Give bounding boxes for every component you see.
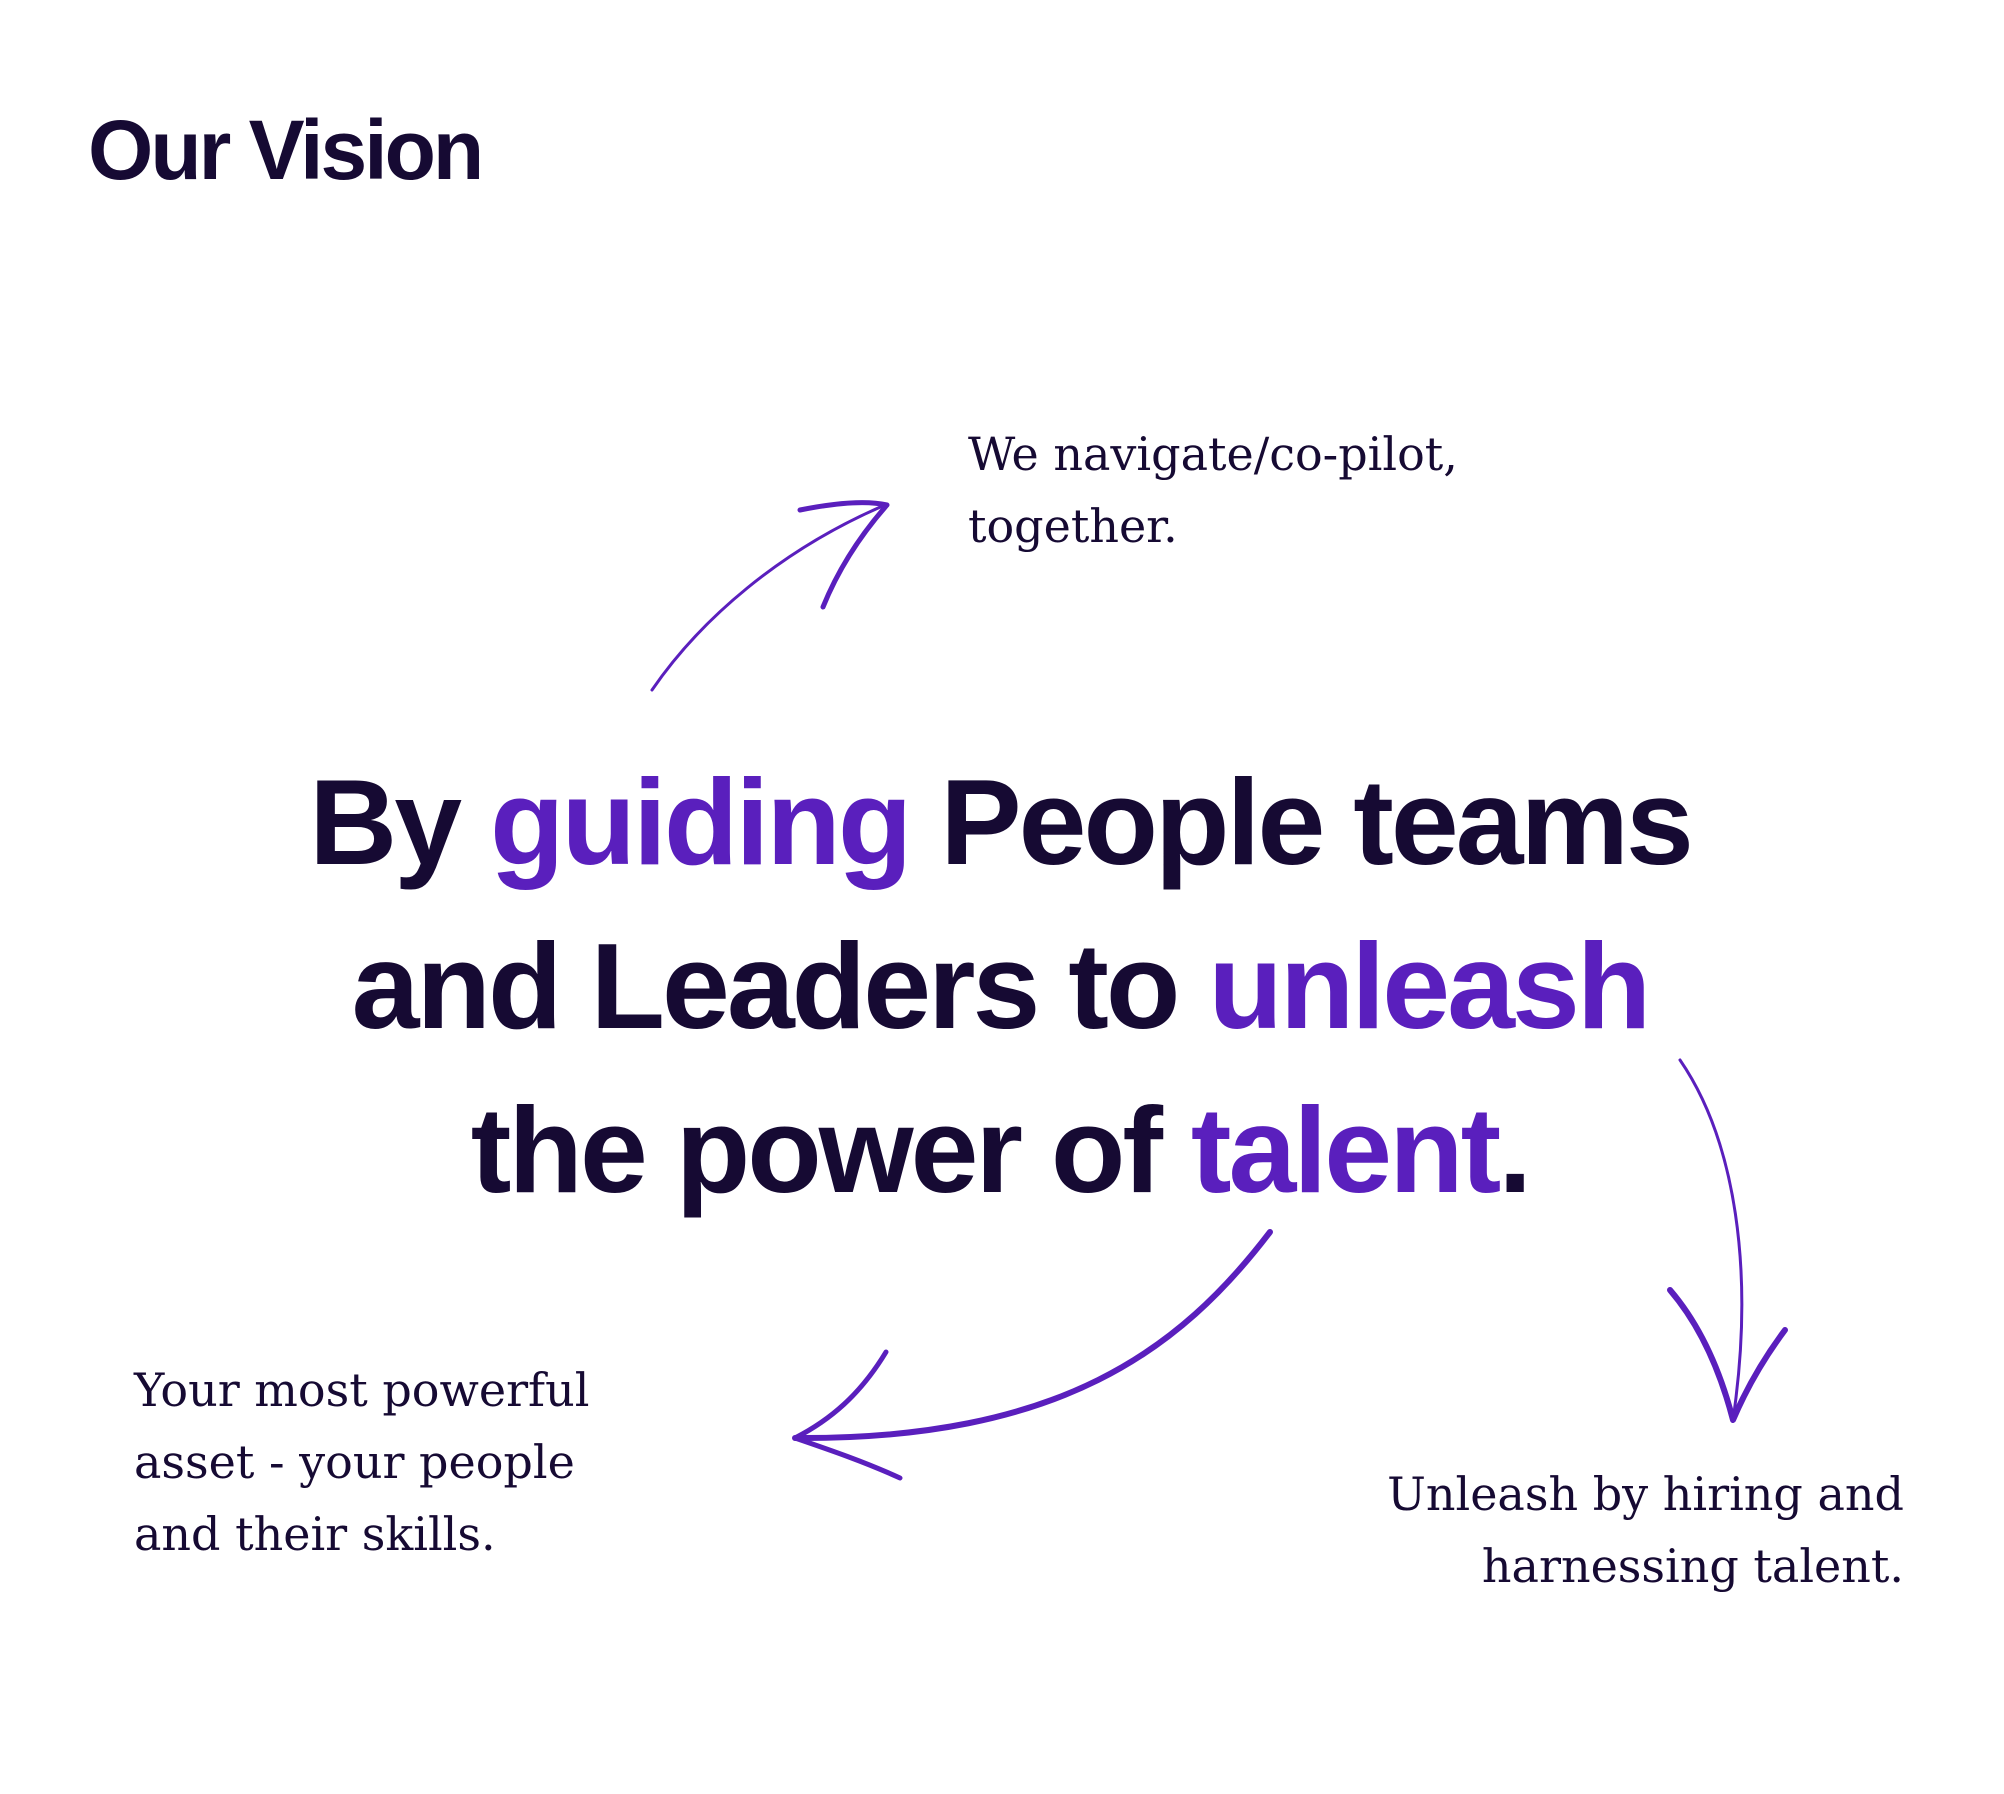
note-unleash: Unleash by hiring and harnessing talent. <box>1387 1458 1904 1602</box>
note-line: We navigate/co-pilot, <box>968 427 1458 481</box>
arrow-up-right-icon <box>650 500 890 692</box>
headline-text: and Leaders to <box>351 918 1209 1054</box>
note-asset: Your most powerful asset - your people a… <box>134 1354 589 1570</box>
note-line: together. <box>968 499 1178 553</box>
note-line: and their skills. <box>134 1507 496 1561</box>
highlight-unleash: unleash <box>1208 918 1651 1054</box>
note-line: harnessing talent. <box>1481 1539 1904 1593</box>
section-title: Our Vision <box>88 103 484 197</box>
headline-text: . <box>1498 1082 1532 1218</box>
arrow-down-left-icon <box>792 1229 1273 1481</box>
headline-line-1: By guiding People teams <box>150 740 1850 904</box>
headline-text: the power of <box>470 1082 1191 1218</box>
note-line: Your most powerful <box>134 1363 590 1417</box>
headline-text: People teams <box>909 754 1694 890</box>
headline-line-2: and Leaders to unleash <box>150 904 1850 1068</box>
note-line: asset - your people <box>134 1435 575 1489</box>
vision-headline: By guiding People teams and Leaders to u… <box>150 740 1850 1232</box>
note-navigate: We navigate/co-pilot, together. <box>968 418 1458 562</box>
highlight-talent: talent <box>1190 1082 1501 1218</box>
note-line: Unleash by hiring and <box>1387 1467 1904 1521</box>
highlight-guiding: guiding <box>489 754 912 890</box>
headline-line-3: the power of talent. <box>150 1068 1850 1232</box>
headline-text: By <box>309 754 490 890</box>
